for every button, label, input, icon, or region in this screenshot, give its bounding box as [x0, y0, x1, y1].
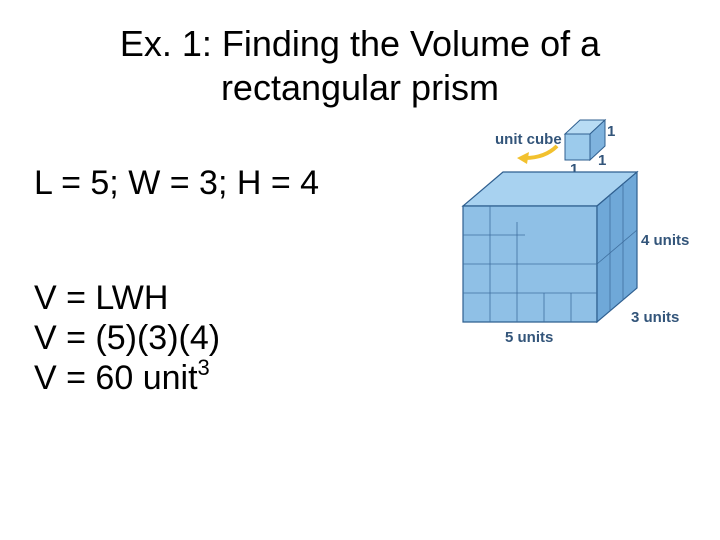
unit-edge-label-top: 1 [607, 123, 615, 140]
width-label: 3 units [631, 309, 679, 326]
arrow-head-icon [517, 152, 529, 164]
prism-shape [461, 170, 639, 324]
unit-edge-label-right: 1 [598, 152, 606, 169]
result-line: V = 60 unit3 [34, 355, 220, 398]
formula-line: V = LWH [34, 279, 169, 317]
rectangular-prism-figure: unit cube 1 1 1 4 units 3 units 5 units [461, 118, 689, 346]
substitution-line: V = (5)(3)(4) [34, 319, 221, 357]
prism-grid-lines [463, 183, 638, 322]
length-label: 5 units [505, 329, 553, 346]
height-label: 4 units [641, 232, 689, 249]
unit-cube-label: unit cube [495, 131, 562, 148]
slide-title: Ex. 1: Finding the Volume of a rectangul… [0, 22, 720, 110]
result-base: V = 60 unit [34, 359, 198, 397]
result-exponent: 3 [197, 355, 210, 380]
unit-edge-label-left: 1 [570, 161, 578, 178]
title-line-1: Ex. 1: Finding the Volume of a [119, 23, 601, 64]
volume-work: V = LWH V = (5)(3)(4) V = 60 unit3 [34, 278, 220, 398]
title-line-2: rectangular prism [220, 67, 500, 108]
unit-cube-icon [563, 118, 607, 162]
given-dimensions: L = 5; W = 3; H = 4 [34, 164, 320, 202]
